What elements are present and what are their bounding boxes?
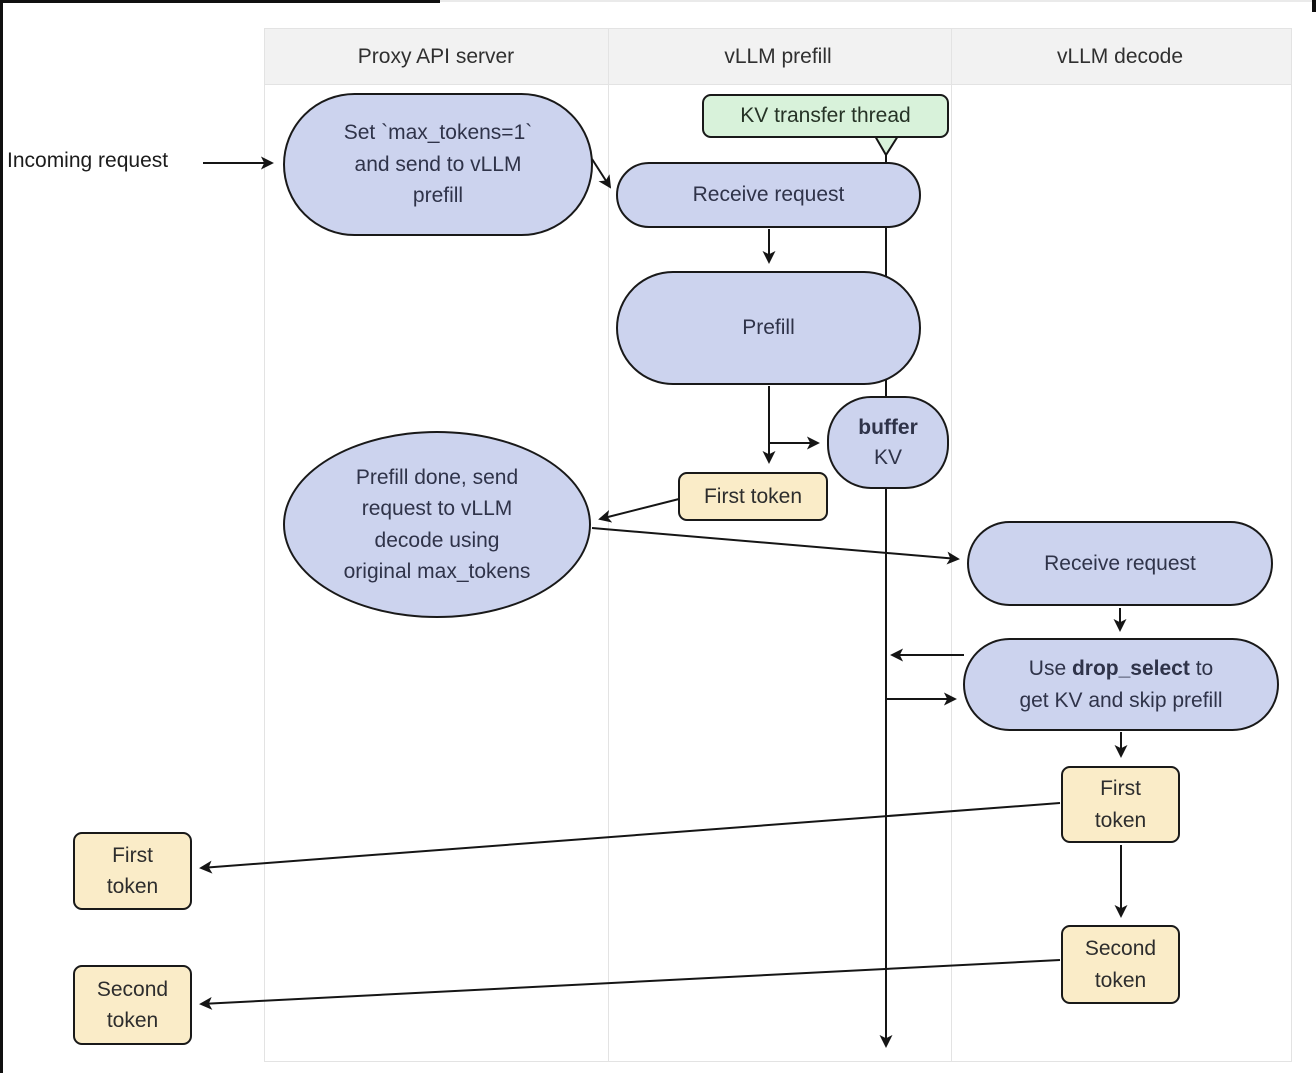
edge-second-token-to-left-second-token: [199, 959, 1061, 1010]
set-max-tokens-line1: Set `max_tokens=1`: [343, 121, 533, 145]
node-first-token-prefill: First token: [678, 472, 828, 521]
node-buffer-kv: buffer KV: [827, 396, 949, 489]
prefill-label: Prefill: [742, 316, 795, 340]
node-set-max-tokens: Set `max_tokens=1` and send to vLLM pref…: [283, 93, 593, 236]
receive-request-prefill-label: Receive request: [692, 183, 845, 207]
drop-select-line1: Use drop_select to: [1029, 653, 1213, 685]
lane-header-vllm-decode: vLLM decode: [1056, 44, 1184, 68]
node-receive-request-prefill: Receive request: [616, 162, 921, 228]
left-second-token-box: Second token: [73, 965, 192, 1045]
receive-request-decode-label: Receive request: [1044, 551, 1196, 575]
buffer-kv-normal: KV: [873, 445, 902, 469]
left-second-token-line1: Second: [96, 977, 169, 1001]
second-token-decode-line2: token: [1094, 968, 1147, 992]
prefill-done-line2: request to vLLM: [361, 497, 513, 520]
node-drop-select: Use drop_select to get KV and skip prefi…: [963, 638, 1279, 731]
swimlane-header-row: Proxy API server vLLM prefill vLLM decod…: [265, 29, 1291, 85]
node-second-token-decode: Second token: [1061, 925, 1180, 1004]
lane-separator-2: [951, 29, 952, 1061]
kv-transfer-thread-label: KV transfer thread: [740, 104, 911, 128]
left-first-token-line2: token: [106, 875, 159, 898]
node-prefill-done: Prefill done, send request to vLLM decod…: [283, 431, 591, 618]
drop-select-bold: drop_select: [1071, 657, 1190, 680]
left-first-token-box: First token: [73, 832, 192, 910]
prefill-done-line1: Prefill done, send: [355, 465, 519, 489]
frame-top-right-stub: [1312, 0, 1316, 12]
first-token-prefill-label: First token: [703, 484, 803, 508]
left-second-token-line2: token: [106, 1009, 159, 1032]
node-prefill: Prefill: [616, 271, 921, 385]
incoming-request-label: Incoming request: [7, 149, 169, 172]
drop-select-line2: get KV and skip prefill: [1019, 688, 1223, 712]
lane-separator-1: [608, 29, 609, 1061]
buffer-kv-bold: buffer: [858, 416, 918, 440]
left-first-token-line1: First: [112, 843, 153, 867]
first-token-decode-line2: token: [1094, 808, 1147, 832]
first-token-decode-line1: First: [1100, 777, 1141, 800]
edge-prefill-done-to-decode-receive: [591, 527, 960, 565]
edge-first-token-to-left-first-token: [199, 802, 1061, 874]
drop-select-pre: Use: [1028, 657, 1072, 680]
edge-proxy-to-prefill-receive: [591, 158, 612, 189]
frame-top-border: [0, 0, 440, 3]
kv-bubble-tail: [874, 135, 899, 156]
frame-top-hairline: [440, 0, 1316, 2]
set-max-tokens-line2: and send to vLLM: [354, 152, 522, 176]
node-first-token-decode: First token: [1061, 766, 1180, 843]
second-token-decode-line1: Second: [1084, 937, 1157, 960]
edge-first-token-to-prefill-done: [598, 498, 680, 523]
drop-select-post: to: [1189, 657, 1214, 680]
prefill-done-line3: decode using: [374, 528, 500, 552]
node-receive-request-decode: Receive request: [967, 521, 1273, 606]
node-kv-transfer-thread: KV transfer thread: [702, 94, 949, 138]
set-max-tokens-line3: prefill: [412, 184, 464, 208]
frame-left-border: [0, 0, 3, 1073]
prefill-done-line4: original max_tokens: [343, 560, 531, 583]
lane-header-proxy-api-server: Proxy API server: [357, 44, 515, 68]
lane-header-vllm-prefill: vLLM prefill: [724, 44, 832, 68]
